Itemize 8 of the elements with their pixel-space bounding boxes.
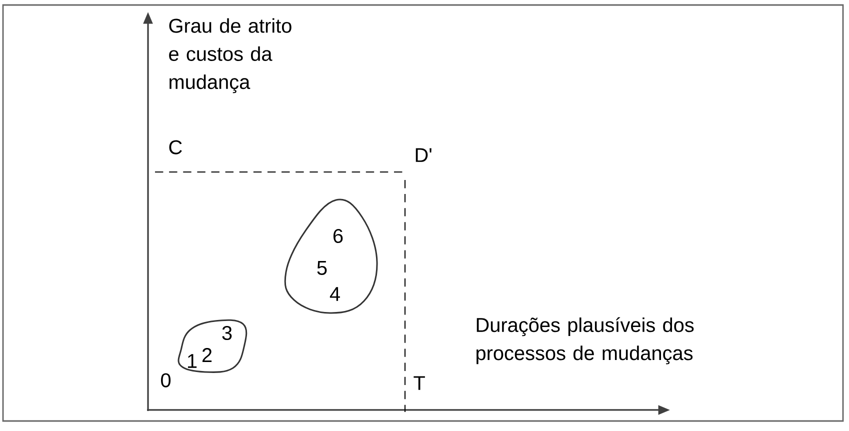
axis-title: Grau de atrito e custos da mudança	[169, 18, 292, 94]
point-label: T	[414, 376, 425, 390]
point-label: 0	[161, 373, 171, 388]
blob-region: 6 5 4	[284, 198, 378, 314]
blob-region: 1 2 3	[178, 319, 248, 373]
axis-title: Durações plausíveis dos processos de mudanças	[476, 317, 694, 364]
point-label: C	[169, 140, 182, 154]
point-label: D'	[416, 148, 432, 162]
